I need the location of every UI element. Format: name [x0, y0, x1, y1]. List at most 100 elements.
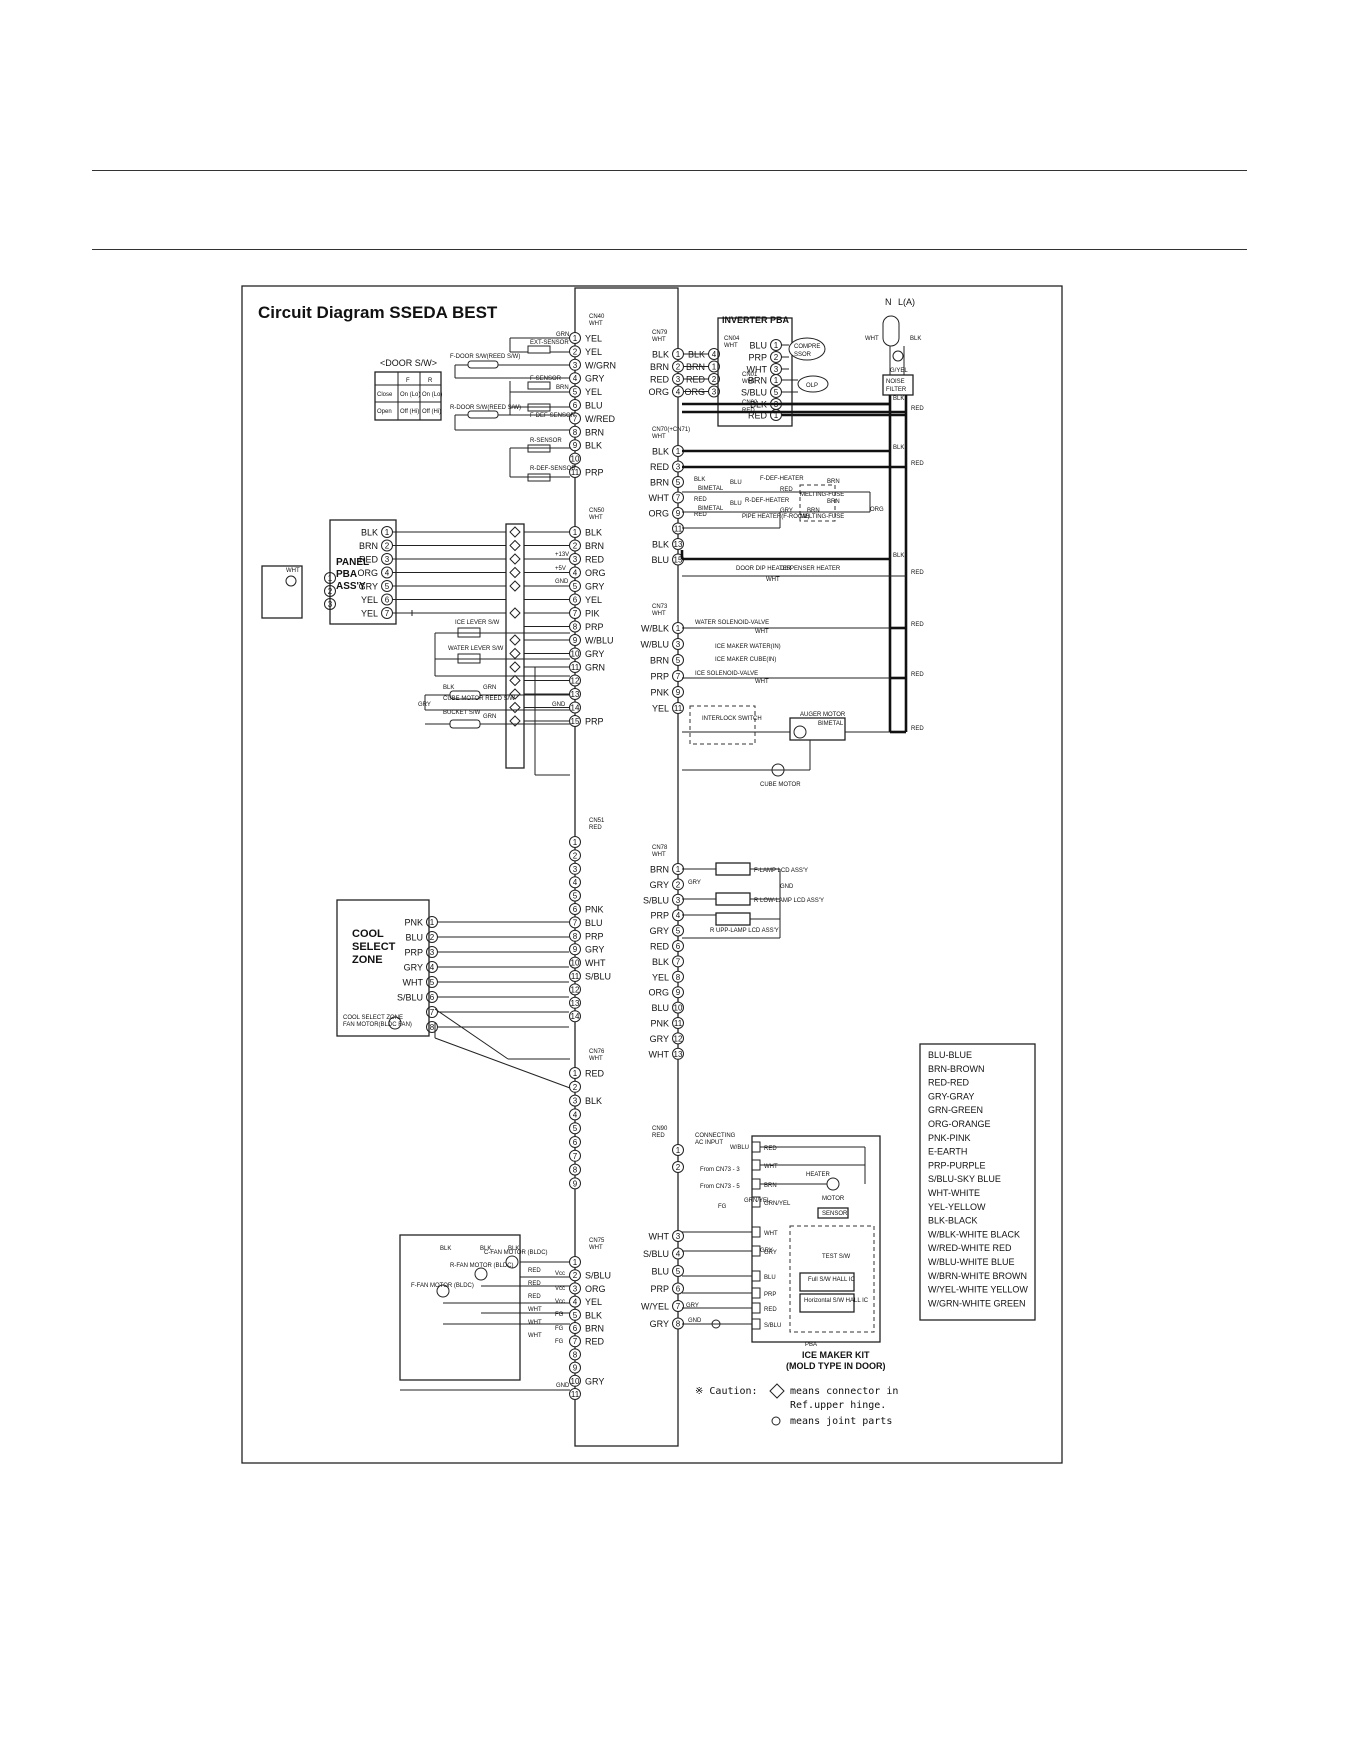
cn50-pin — [569, 553, 581, 565]
panel-conn-pin — [381, 593, 393, 606]
cn51-pin — [569, 836, 581, 848]
icemaker-note-cn73-3: From CN73 - 3 — [700, 1167, 740, 1173]
cool-zone-conn-pin-label: BLU — [405, 933, 423, 943]
cn70-pin — [672, 507, 684, 519]
cn70-pin — [672, 491, 684, 504]
cn78-pin — [672, 986, 684, 999]
cn50-pin — [569, 620, 581, 633]
cn40-note-brn: BRN — [556, 385, 569, 391]
panel-conn-pin-number: 3 — [385, 555, 390, 564]
inv-cn01-pin-number: 1 — [774, 376, 779, 385]
cn40-note-rsensor: R-SENSOR — [530, 438, 562, 444]
hinge-diamond — [509, 661, 521, 673]
icemaker-left-pin-number: 7 — [676, 1302, 681, 1311]
cn78-pin-number: 7 — [676, 957, 681, 966]
cn70-note-bimetal-1: BIMETAL — [698, 486, 724, 492]
cn70-pin-label: RED — [650, 462, 670, 472]
cn75-pin-label: RED — [585, 1337, 605, 1347]
cool-zone-conn-pin-number: 8 — [430, 1023, 435, 1032]
cn75-pin-number: 2 — [573, 1271, 578, 1280]
cn50-note-gry: GRY — [418, 702, 431, 708]
earth-icon — [892, 350, 904, 362]
inv-cn02-pin-label: RED — [748, 411, 768, 421]
cn75-pl-3: Vcc — [555, 1299, 565, 1305]
cool-zone-conn-pin-label: S/BLU — [397, 993, 423, 1003]
cn40-sub: WHT — [589, 321, 603, 327]
cn76-pin-number: 9 — [573, 1179, 578, 1188]
cn70-pin — [672, 476, 684, 488]
cool-zone-conn-pin-number: 2 — [430, 933, 435, 942]
cn90-pin — [672, 1161, 684, 1173]
power-blk: BLK — [910, 336, 921, 342]
cn50-pin — [569, 674, 581, 687]
cn79-pin-number: 2 — [676, 363, 681, 372]
cn50-pin-label: W/BLU — [585, 636, 614, 646]
hinge-diamond — [509, 688, 521, 700]
panel-conn-pin-number: 4 — [385, 569, 390, 578]
panel-conn-pin — [381, 553, 393, 565]
cn76-pin — [569, 1067, 581, 1079]
panel-conn-pin-label: GRY — [359, 582, 378, 592]
icemaker-kit-pin-label: WHT — [764, 1231, 778, 1237]
cn75-pin-number: 8 — [573, 1350, 578, 1359]
legend-item: W/BLU-WHITE BLUE — [928, 1257, 1015, 1267]
cn73-pin-label: W/BLU — [640, 640, 669, 650]
cool-select-zone: COOL SELECT ZONE COOL SELECT ZONE FAN MO… — [336, 899, 571, 1089]
cn78-pin-number: 3 — [676, 896, 681, 905]
panel-title-2: PBA — [336, 569, 357, 580]
cn40-pin-number: 10 — [571, 455, 580, 464]
cool-zone-conn-pin-number: 4 — [430, 963, 435, 972]
cn78-sub: WHT — [652, 852, 666, 858]
cn70-note-red-2: RED — [694, 512, 707, 518]
cn50-pin-number: 4 — [573, 569, 578, 578]
cn70-note-bimetal-2: BIMETAL — [698, 506, 724, 512]
f-fan-label: F-FAN MOTOR (BLDC) — [411, 1283, 474, 1289]
cn40-pin — [569, 399, 581, 411]
icemaker-kit-pin-label: BLU — [764, 1275, 776, 1281]
door-switch-title: <DOOR S/W> — [380, 358, 437, 368]
cn78-pin — [672, 970, 684, 983]
cn75-pin-number: 5 — [573, 1311, 578, 1320]
cn79-pin-label: BRN — [650, 362, 669, 372]
cn70-note-red-1: RED — [694, 497, 707, 503]
cn50-pin-label: PRP — [585, 622, 604, 632]
cn50-note-icelever: ICE LEVER S/W — [455, 620, 500, 626]
cn70-pin-number: 15 — [674, 556, 683, 565]
cn40-pin-label: W/GRN — [585, 360, 616, 370]
cn73-note-auger: AUGER MOTOR — [800, 712, 846, 718]
panel-conn-pin-label: YEL — [361, 609, 378, 619]
panel-conn-pin-label: ORG — [357, 568, 378, 578]
cn79-pin-label: ORG — [648, 387, 669, 397]
icemaker-kit-pin — [751, 1318, 761, 1330]
panel-conn-pin-number: 7 — [385, 609, 390, 618]
cn75-pin-label: ORG — [585, 1284, 606, 1294]
cn40-pin-number: 9 — [573, 441, 578, 450]
cn73-pin-label: YEL — [652, 704, 669, 714]
door-open-f: Off (Hi) — [400, 409, 419, 415]
cn50-pin — [569, 647, 581, 660]
cn50-pin-label: ORG — [585, 568, 606, 578]
c-fan-label: C-FAN MOTOR (BLDC) — [484, 1250, 548, 1256]
cn40-pin-label: YEL — [585, 347, 602, 357]
icemaker-note-motor: MOTOR — [822, 1196, 845, 1202]
cn73-note-icevalve: ICE SOLENOID-VALVE — [695, 671, 758, 677]
cn75-fans: F-FAN MOTOR (BLDC) R-FAN MOTOR (BLDC) C-… — [399, 1234, 570, 1391]
cn73-note-wht-1: WHT — [755, 629, 769, 635]
cn51-pin — [569, 943, 581, 956]
cn76-pin — [569, 1108, 581, 1121]
inv-out-pin-label: BLU — [749, 341, 767, 351]
icemaker-note-horsw: Horizontal S/W HALL IC — [804, 1298, 869, 1304]
cn78-pin — [672, 1001, 684, 1014]
mains-color-tag: RED — [911, 461, 924, 467]
icemaker-left-pin-label: WHT — [649, 1232, 670, 1242]
cn51-pin-number: 13 — [571, 999, 580, 1008]
cn70-name: CN70(+CN71) — [652, 427, 690, 433]
cn50-pin — [569, 566, 581, 579]
cn73-note-icecube: ICE MAKER CUBE(IN) — [715, 657, 776, 663]
cn79-pin-number: 1 — [676, 350, 681, 359]
